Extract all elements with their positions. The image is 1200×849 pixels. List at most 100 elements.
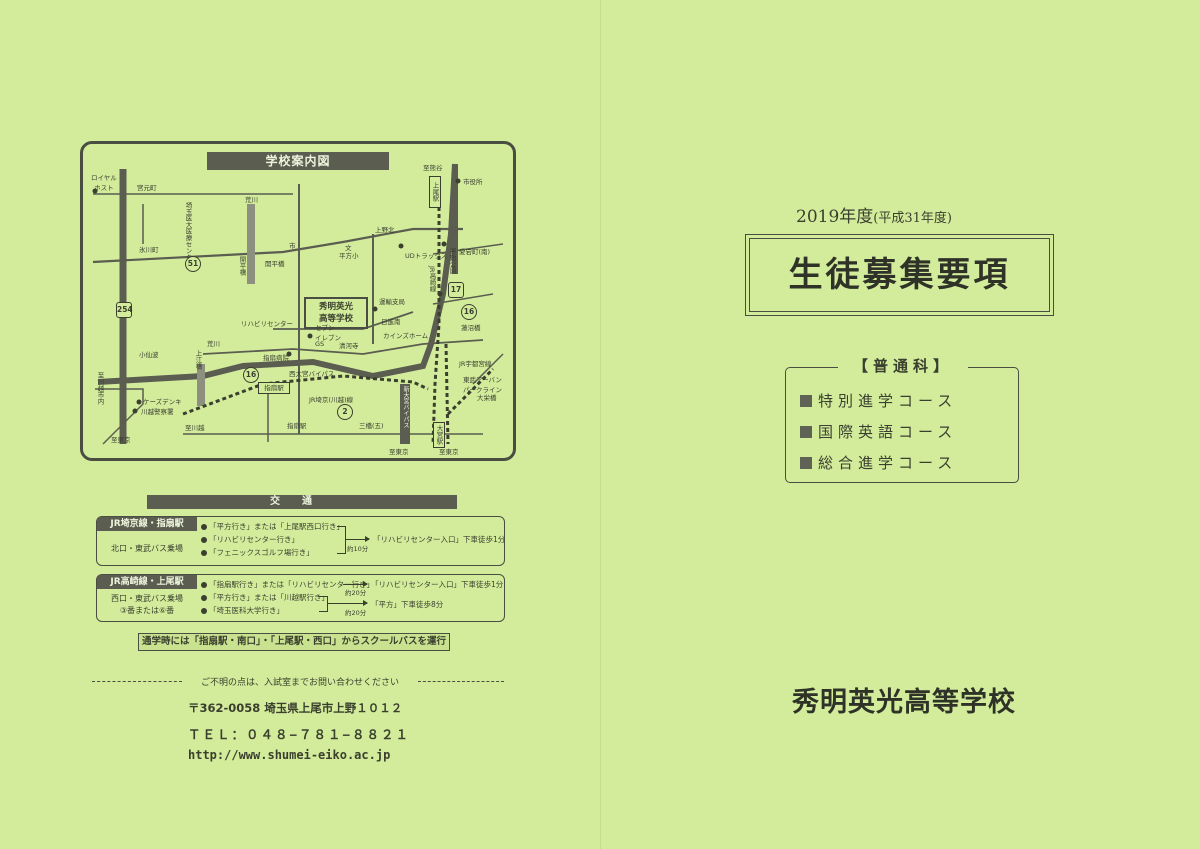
bus-minutes-ageo-2: 約20分	[345, 609, 367, 617]
school-year: 2019年度(平成31年度)	[796, 202, 1046, 227]
map-label-kaminoshima: 上野北	[375, 226, 395, 234]
map-label-hiraka-school: 平方小	[339, 252, 359, 260]
map-label-jr-saikyo: JR埼京(川越)線	[309, 396, 354, 404]
road-kawagoe	[95, 388, 144, 445]
map-roads	[92, 163, 504, 445]
route-2-marker: 2	[337, 404, 353, 420]
map-station-sashiogi: 指扇駅	[258, 382, 290, 394]
map-label-jr-takasaki: JR高崎線	[428, 266, 436, 292]
map-label-tobu-urban: 東武アーバンパークライン	[463, 376, 502, 394]
route-16-east-marker: 16	[461, 304, 477, 320]
bus-line-ageo-3: 「埼玉医科大学行き」	[201, 605, 284, 616]
stop-ageo-1: 西口・東武バス乗場	[111, 594, 183, 603]
map-label-hikawa: 氷川町	[139, 246, 159, 254]
course-list: 特別進学コース 国際英語コース 総合進学コース	[785, 367, 1019, 483]
bus-destination: 「リハビリセンター入口」下車徒歩1分	[373, 535, 506, 544]
school-tel: ＴＥＬ：０４８−７８１−８８２１	[188, 727, 411, 742]
map-label-arakawa-mid: 荒川	[207, 340, 220, 348]
road-east	[432, 243, 504, 255]
road-east2	[432, 293, 494, 305]
year-sub-label: (平成31年度)	[873, 211, 952, 226]
route-17-marker: 17	[448, 282, 464, 298]
rail-utsunomiya	[444, 343, 450, 445]
square-bullet-icon	[800, 457, 812, 469]
road-mid	[273, 311, 414, 330]
bus-minutes: 約10分	[347, 545, 369, 553]
map-label-sashiogi-hosp: 指扇病院	[263, 354, 289, 362]
fold-line	[600, 0, 601, 849]
map-label-miyamoto: 宮元町	[137, 184, 157, 192]
map-label-hikariminami: 日進南	[381, 318, 401, 326]
map-label-hasunuma: 蓮沼橋	[461, 324, 481, 332]
map-label-to-kumagaya: 至熊谷	[423, 164, 443, 172]
map-label-kawagoe-city: 至川越市内	[96, 372, 104, 405]
rail-takasaki	[431, 179, 441, 445]
map-label-sashiogi-bottom: 指扇駅	[287, 422, 307, 430]
transport-box-sashiogi: JR埼京線・指扇駅 北口・東武バス乗場 「平方行き」または「上尾駅西口行き」 「…	[96, 516, 505, 566]
map-label-kiyokawa: 清河寺	[339, 342, 359, 350]
square-bullet-icon	[800, 426, 812, 438]
school-url[interactable]: http://www.shumei-eiko.ac.jp	[188, 748, 391, 762]
station-ageo: JR高崎線・上尾駅	[97, 575, 197, 589]
route-16-marker: 16	[243, 367, 259, 383]
bus-line-ageo-2: 「平方行き」または「川越駅行き」	[201, 592, 329, 603]
map-label-shin-omiya-bypass: 新大宮バイパス	[402, 386, 409, 428]
department-label: 【普通科】	[838, 355, 968, 376]
transport-box-ageo: JR高崎線・上尾駅 西口・東武バス乗場 ③番または⑥番 「指扇駅行き」または「リ…	[96, 574, 505, 622]
map-label-seven: セブンイレブン	[315, 324, 341, 342]
map-station-ageo: 上尾駅	[429, 176, 441, 208]
map-label-ud-trucks: UDトラックス	[405, 252, 448, 260]
map-label-atago: 愛宕町(南)	[459, 248, 491, 256]
map-label-city-hall: 市役所	[463, 178, 483, 186]
road-diag	[202, 339, 484, 355]
contact-divider: ご不明の点は、入試室までお問い合わせください	[92, 676, 504, 688]
stop-ageo-2: ③番または⑥番	[119, 606, 175, 615]
map-label-taieibashi: 大栄橋	[477, 394, 497, 402]
map-label-to-kawagoe: 至川越	[185, 424, 205, 432]
bus-line-3: 「フェニックスゴルフ場行き」	[201, 547, 314, 558]
map-label-sports-park: 運動公園	[448, 248, 456, 274]
map-label-saitama-med: 埼玉医大医療センター	[184, 202, 192, 267]
rail-tobu	[446, 367, 495, 416]
map-school-name-1: 秀明英光	[318, 302, 353, 312]
map-label-kainzu: カインズホーム	[383, 332, 429, 340]
arrow	[345, 536, 370, 542]
station-sashiogi: JR埼京線・指扇駅	[97, 517, 197, 531]
road-51	[92, 227, 463, 264]
rail-saikyo	[182, 374, 429, 416]
course-item: 総合進学コース	[800, 452, 957, 473]
map-label-to-tokyo-3: 至東京	[439, 448, 459, 456]
title-box: 生徒募集要項	[745, 234, 1054, 316]
road-16	[97, 163, 458, 385]
bracket-ageo	[319, 596, 328, 612]
school-address: 〒362-0058 埼玉県上尾市上野１０１２	[188, 701, 403, 715]
map-label-to-tokyo-2: 至東京	[389, 448, 409, 456]
bus-minutes-ageo-1: 約20分	[345, 589, 367, 597]
map-title: 学校案内図	[207, 152, 389, 170]
school-map: 学校案内図 秀明英光 高等学校 ロイヤルホスト 宮元町 埼玉医大医療センター 荒…	[80, 141, 516, 461]
bus-destination-ageo-2: 「平方」下車徒歩8分	[371, 600, 444, 609]
contact-note: ご不明の点は、入試室までお問い合わせください	[200, 678, 399, 688]
map-label-jr-utsunomiya: JR宇都宮線	[459, 360, 492, 368]
route-254-marker: 254	[116, 302, 133, 318]
map-school-name-2: 高等学校	[318, 314, 353, 324]
map-label-rihabiri: リハビリセンター	[241, 320, 293, 328]
map-station-omiya: 大宮駅	[433, 422, 445, 448]
transport-header: 交通	[147, 495, 457, 509]
map-label-kamiebashi: 上江橋	[194, 350, 202, 370]
bus-line-ageo-1: 「指扇駅行き」または「リハビリセンター行き」	[201, 579, 374, 590]
year-label: 2019年度	[796, 207, 874, 227]
square-bullet-icon	[800, 395, 812, 407]
map-label-kosenba: 小仙波	[139, 351, 159, 359]
school-bus-note: 通学時には「指扇駅・南口」・「上尾駅・西口」からスクールバスを運行	[138, 633, 450, 651]
map-label-gs: GS	[315, 340, 325, 348]
stop-sashiogi: 北口・東武バス乗場	[111, 544, 183, 553]
school-name: 秀明英光高等学校	[792, 687, 1016, 718]
road-ne	[472, 353, 504, 385]
bracket	[337, 526, 346, 554]
map-label-arakawa: 荒川	[245, 196, 258, 204]
map-label-shi: 市	[289, 242, 296, 250]
course-item: 特別進学コース	[800, 390, 957, 411]
map-label-kaihei-v: 開平橋	[238, 256, 246, 276]
map-label-to-tokyo-1: 至東京	[111, 436, 131, 444]
